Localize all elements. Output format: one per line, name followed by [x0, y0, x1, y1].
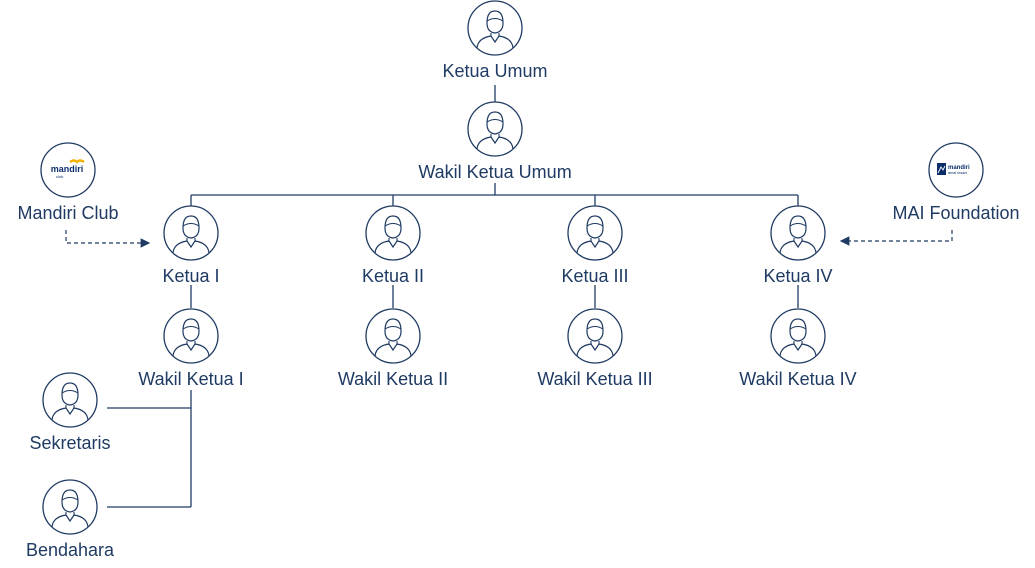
dashed-arrow-mai-foundation	[839, 230, 953, 246]
person-avatar-icon	[163, 308, 219, 364]
node-wakil-ketua-2: Wakil Ketua II	[308, 308, 478, 388]
person-avatar-icon	[567, 205, 623, 261]
person-avatar-icon	[163, 205, 219, 261]
bendahara-label: Bendahara	[25, 540, 115, 560]
mai-foundation-logo-sub: amal insani	[948, 171, 967, 175]
node-ketua-umum: Ketua Umum	[410, 0, 580, 80]
person-avatar-icon	[42, 372, 98, 428]
person-avatar-icon	[467, 0, 523, 56]
ketua-4-label: Ketua IV	[763, 266, 833, 286]
mai-foundation-logo-word: mandiri	[948, 165, 970, 171]
person-avatar-icon	[365, 308, 421, 364]
node-ketua-4: Ketua IV	[713, 205, 883, 285]
ketua-2-label: Ketua II	[361, 266, 425, 286]
mandiri-club-logo-icon: mandiri club	[40, 142, 96, 198]
node-sekretaris: Sekretaris	[0, 372, 155, 452]
mandiri-club-label: Mandiri Club	[17, 203, 119, 223]
person-avatar-icon	[770, 308, 826, 364]
ketua-1-label: Ketua I	[162, 266, 220, 286]
node-ketua-1: Ketua I	[106, 205, 276, 285]
person-avatar-icon	[770, 205, 826, 261]
node-ketua-3: Ketua III	[510, 205, 680, 285]
mandiri-club-logo-sub: club	[56, 174, 64, 179]
wakil-ketua-3-label: Wakil Ketua III	[537, 369, 653, 389]
mandiri-club-logo-word: mandiri	[51, 164, 84, 174]
node-wakil-ketua-4: Wakil Ketua IV	[713, 308, 883, 388]
node-wakil-ketua-umum: Wakil Ketua Umum	[410, 101, 580, 181]
person-avatar-icon	[365, 205, 421, 261]
ketua-3-label: Ketua III	[561, 266, 629, 286]
person-avatar-icon	[42, 479, 98, 535]
node-wakil-ketua-3: Wakil Ketua III	[510, 308, 680, 388]
node-mandiri-club: mandiri club Mandiri Club	[0, 142, 153, 222]
mai-foundation-label: MAI Foundation	[892, 203, 1020, 223]
wakil-ketua-1-label: Wakil Ketua I	[138, 369, 244, 389]
wakil-ketua-2-label: Wakil Ketua II	[337, 369, 449, 389]
person-avatar-icon	[467, 101, 523, 157]
sekretaris-label: Sekretaris	[29, 433, 111, 453]
node-bendahara: Bendahara	[0, 479, 155, 559]
wakil-ketua-4-label: Wakil Ketua IV	[739, 369, 857, 389]
person-avatar-icon	[567, 308, 623, 364]
wakil-ketua-umum-label: Wakil Ketua Umum	[418, 162, 572, 182]
node-wakil-ketua-1: Wakil Ketua I	[106, 308, 276, 388]
node-mai-foundation: mandiri amal insani MAI Foundation	[871, 142, 1035, 222]
mai-foundation-logo-icon: mandiri amal insani	[928, 142, 984, 198]
ketua-umum-label: Ketua Umum	[442, 61, 548, 81]
node-ketua-2: Ketua II	[308, 205, 478, 285]
